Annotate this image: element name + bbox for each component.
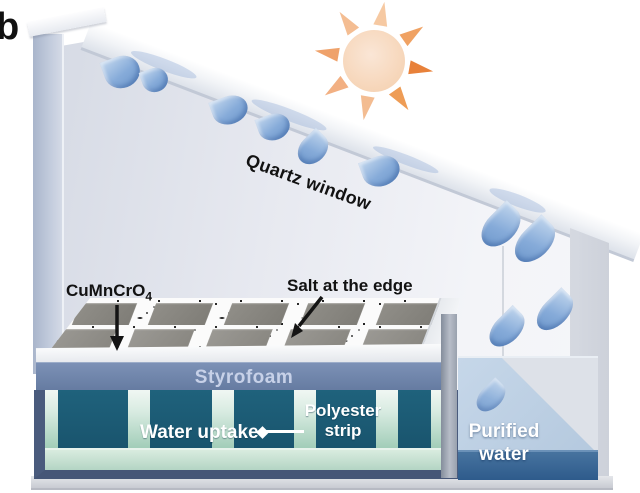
sun-ray bbox=[356, 95, 375, 122]
water-uptake-label: Water uptake bbox=[140, 422, 259, 443]
sun-ray bbox=[333, 7, 360, 36]
styrofoam-label: Styrofoam bbox=[194, 367, 294, 388]
purified-water-label: Purified water bbox=[468, 421, 540, 465]
sun-ray bbox=[388, 86, 415, 115]
polyester-strip bbox=[45, 390, 58, 452]
salt-edge-label: Salt at the edge bbox=[287, 276, 413, 295]
absorber-tile bbox=[299, 303, 366, 325]
water-uptake-arrow-line bbox=[264, 430, 304, 433]
sun-ray bbox=[320, 75, 349, 102]
polyester-strip bbox=[212, 390, 234, 452]
tank-water bbox=[45, 448, 447, 470]
sun-icon bbox=[343, 30, 405, 92]
polyester-strip-label: Polyester strip bbox=[304, 401, 382, 440]
polyester-strip bbox=[128, 390, 150, 452]
sun-ray bbox=[373, 0, 392, 27]
left-wall bbox=[33, 34, 64, 374]
purified-water-basin bbox=[458, 356, 598, 480]
polyester-strip bbox=[294, 390, 316, 452]
absorber-tile bbox=[147, 303, 214, 325]
styrofoam-band: Styrofoam bbox=[36, 362, 452, 393]
polyester-strip bbox=[376, 390, 398, 452]
panel-label: b bbox=[0, 6, 20, 48]
basin-divider-post bbox=[441, 314, 457, 478]
sun-ray bbox=[408, 60, 435, 79]
purified-water bbox=[458, 450, 598, 480]
absorber-label: CuMnCrO4 bbox=[66, 281, 153, 304]
sun-ray bbox=[399, 20, 428, 47]
absorber-tile bbox=[223, 303, 290, 325]
sun-ray bbox=[313, 43, 340, 62]
